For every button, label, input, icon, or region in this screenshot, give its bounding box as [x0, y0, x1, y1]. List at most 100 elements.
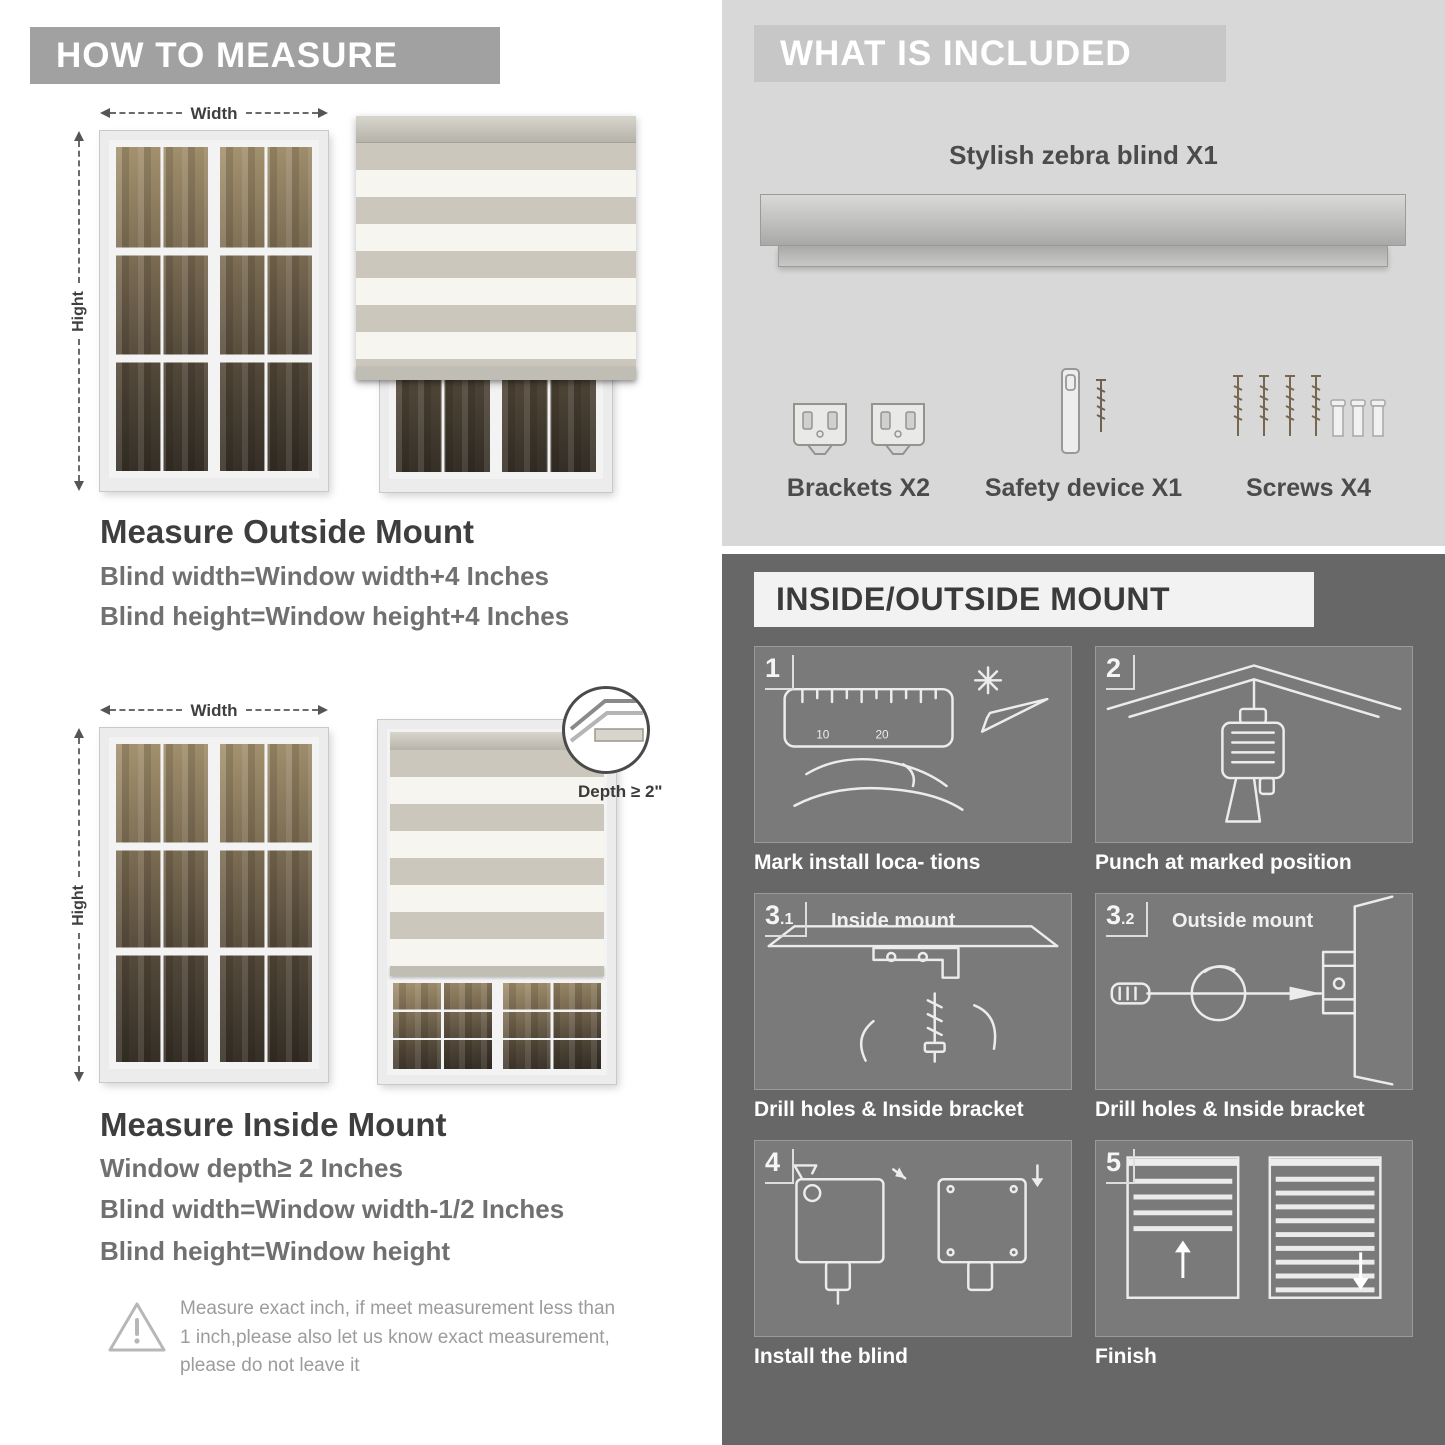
step-3-2-illustration: 3.2 Outside mount	[1095, 893, 1413, 1090]
window-sash-left	[113, 144, 211, 474]
outside-mount-blind-illustration	[356, 116, 636, 492]
step-4-illustration: 4	[754, 1140, 1072, 1337]
step-caption: Drill holes & Inside bracket	[1095, 1098, 1365, 1121]
blind-bottomrail	[356, 367, 636, 380]
step-number: 5	[1106, 1149, 1136, 1184]
window-sash-left	[113, 741, 211, 1065]
height-measurement-inside: Hight	[68, 728, 90, 1082]
included-items-row: Brackets X2 Safety device X1	[746, 318, 1421, 503]
blind-headrail	[390, 732, 604, 750]
outside-formula-height: Blind height=Window height+4 Inches	[100, 601, 570, 631]
how-to-measure-header: HOW TO MEASURE	[30, 27, 500, 84]
svg-text:20: 20	[875, 728, 889, 742]
step-number: 1	[765, 655, 795, 690]
brackets-label: Brackets X2	[786, 474, 931, 502]
outside-bracket-icon	[1110, 895, 1394, 1086]
width-measurement-inside: Width	[100, 700, 328, 720]
mount-header-label: INSIDE/OUTSIDE MOUNT	[776, 581, 1171, 617]
blind-item-label: Stylish zebra blind X1	[949, 140, 1218, 170]
step-caption: Punch at marked position	[1095, 851, 1352, 874]
step-caption: Mark install loca- tions	[754, 851, 981, 874]
step-caption: Drill holes & Inside bracket	[754, 1098, 1024, 1121]
included-item-brackets: Brackets X2	[746, 318, 971, 503]
arrowhead-right-icon	[318, 705, 328, 715]
step-title: Outside mount	[1172, 910, 1314, 932]
screws-label: Screws X4	[1245, 474, 1372, 502]
arrowhead-left-icon	[100, 108, 110, 118]
measure-line	[78, 339, 80, 481]
arrowhead-down-icon	[74, 1072, 84, 1082]
measure-line	[78, 141, 80, 283]
step-2-illustration: 2	[1095, 646, 1413, 843]
inside-mount-title: Measure Inside Mount	[100, 1106, 447, 1143]
mark-location-icon: 10 20	[783, 666, 1049, 811]
safety-device-icons	[1054, 366, 1114, 458]
width-label: Width	[190, 700, 238, 720]
arrowhead-right-icon	[318, 108, 328, 118]
headrail-lip	[778, 246, 1388, 267]
how-to-measure-header-label: HOW TO MEASURE	[56, 36, 398, 75]
step-caption: Install the blind	[754, 1345, 909, 1368]
blind-stripes	[390, 750, 604, 966]
measure-note: Measure exact inch, if meet measurement …	[180, 1298, 616, 1376]
width-label: Width	[190, 103, 238, 123]
arrowhead-up-icon	[74, 131, 84, 141]
mount-header: INSIDE/OUTSIDE MOUNT	[754, 572, 1314, 627]
arrowhead-down-icon	[74, 481, 84, 491]
mount-steps-grid: 10 20 1 Mark install loca- tions	[754, 646, 1413, 1371]
step-5-illustration: 5	[1095, 1140, 1413, 1337]
step-number: 4	[765, 1149, 795, 1184]
step-number: 3.1	[765, 902, 808, 937]
height-measurement-outside: Hight	[68, 131, 90, 491]
bracket-icon	[792, 403, 847, 455]
inside-bracket-icon	[767, 925, 1059, 1063]
warning-triangle-icon	[106, 1298, 168, 1361]
install-blind-icon	[793, 1164, 1044, 1305]
depth-detail-circle	[562, 686, 650, 774]
step-1: 10 20 1 Mark install loca- tions	[754, 646, 1072, 877]
step-3-2: 3.2 Outside mount Drill holes & Inside b…	[1095, 893, 1413, 1124]
what-is-included-header-label: WHAT IS INCLUDED	[780, 34, 1132, 73]
safety-device-icon	[1060, 368, 1106, 454]
height-label: Hight	[70, 290, 87, 332]
svg-text:10: 10	[816, 728, 830, 742]
inside-mount-blind-illustration	[378, 720, 616, 1084]
measure-line	[78, 738, 80, 877]
measure-line	[78, 933, 80, 1072]
step-caption: Finish	[1095, 1345, 1157, 1368]
window-sash-left	[390, 980, 495, 1072]
window-illustration-inside	[100, 728, 328, 1082]
safety-device-label: Safety device X1	[984, 474, 1183, 502]
zebra-blind-headrail-illustration	[760, 194, 1406, 267]
step-2: 2 Punch at marked position	[1095, 646, 1413, 877]
included-item-safety-device: Safety device X1	[971, 318, 1196, 503]
bracket-icon	[870, 403, 925, 455]
step-3-1-illustration: 3.1 Inside mount	[754, 893, 1072, 1090]
width-measurement-outside: Width	[100, 103, 328, 123]
inside-formula-height: Blind height=Window height	[100, 1236, 450, 1266]
blind-bottomrail	[390, 966, 604, 976]
mount-instructions-panel: INSIDE/OUTSIDE MOUNT	[722, 554, 1445, 1445]
measure-line	[110, 112, 183, 114]
window-sash-right	[499, 980, 604, 1072]
what-is-included-panel: WHAT IS INCLUDED Stylish zebra blind X1	[722, 0, 1445, 546]
outside-mount-title: Measure Outside Mount	[100, 513, 475, 550]
window-lower-panes	[390, 980, 604, 1072]
depth-label: Depth ≥ 2"	[578, 782, 663, 801]
measure-line	[245, 112, 318, 114]
included-item-screws: Screws X4	[1196, 318, 1421, 503]
screws-icons	[1224, 370, 1394, 458]
step-title: Inside mount	[831, 910, 956, 932]
measure-line	[245, 709, 318, 711]
step-1-illustration: 10 20 1	[754, 646, 1072, 843]
arrowhead-up-icon	[74, 728, 84, 738]
arrowhead-left-icon	[100, 705, 110, 715]
window-sash-right	[217, 741, 315, 1065]
headrail-cassette	[760, 194, 1406, 246]
step-4: 4 Install the blind	[754, 1140, 1072, 1371]
inside-formula-width: Blind width=Window width-1/2 Inches	[100, 1194, 565, 1224]
blind-stripes	[356, 143, 636, 367]
screws-icon	[1232, 375, 1386, 437]
measure-line	[110, 709, 183, 711]
outside-formula-width: Blind width=Window width+4 Inches	[100, 561, 549, 591]
